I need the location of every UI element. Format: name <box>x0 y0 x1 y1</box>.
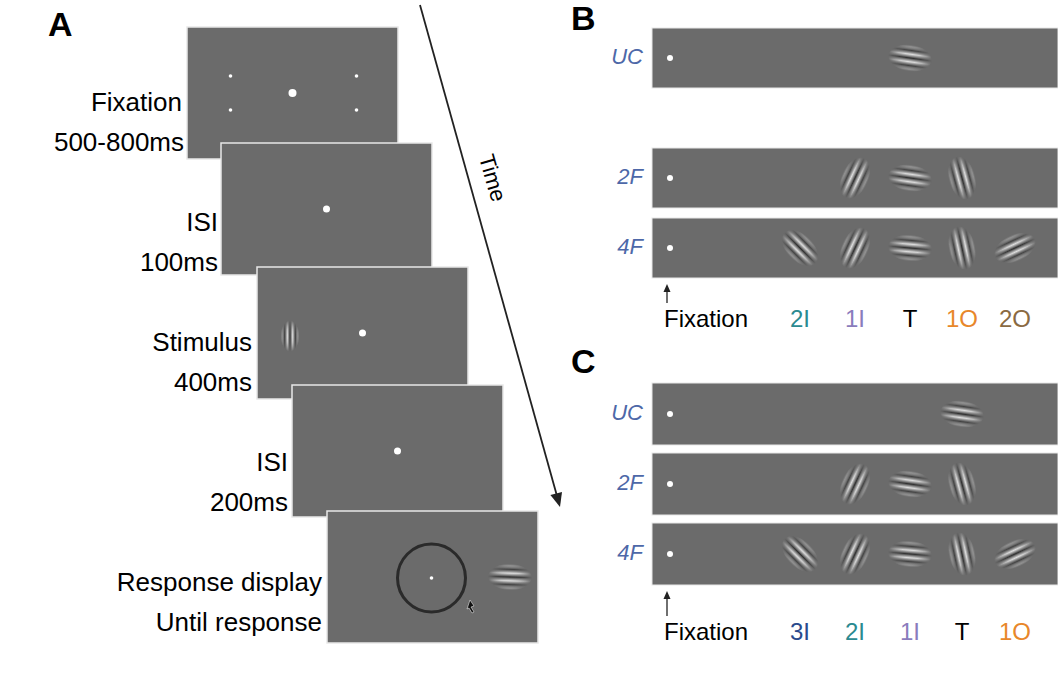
event-duration: 200ms <box>210 488 288 517</box>
stimulus-strip <box>652 383 1058 445</box>
fixation-dot <box>430 576 434 580</box>
fixation-dot <box>667 55 673 61</box>
pointer-arrow <box>664 591 671 616</box>
position-label: 2I <box>790 306 810 332</box>
stimulus-strip <box>652 453 1058 515</box>
stimulus-strip <box>652 148 1058 209</box>
stimulus-strip <box>652 28 1058 88</box>
time-arrow <box>420 5 562 507</box>
fixation-dot <box>359 330 366 337</box>
gabor-patch <box>939 455 985 513</box>
fixation-label: Fixation <box>664 306 748 332</box>
gabor-patch <box>985 222 1046 274</box>
panel-letter: A <box>48 6 73 43</box>
gabor-patch <box>934 394 989 435</box>
pointer-arrow <box>664 284 671 303</box>
gabor-patch <box>829 148 881 209</box>
screen <box>257 267 468 399</box>
gabor-patch <box>985 528 1046 580</box>
gabor-patch <box>770 218 830 278</box>
event-name: Stimulus <box>152 328 252 357</box>
position-label: 1O <box>999 619 1031 645</box>
gabor-patch <box>829 218 881 279</box>
screen <box>221 143 432 275</box>
screen <box>292 385 503 517</box>
position-label: 2I <box>845 619 865 645</box>
fixation-dot <box>323 206 330 213</box>
position-label: 2O <box>999 306 1031 332</box>
fixation-dot <box>355 108 359 112</box>
gabor-patch <box>883 229 937 267</box>
panel-letter: B <box>571 0 596 37</box>
condition-label: 4F <box>617 235 643 259</box>
event-name: Fixation <box>91 88 182 117</box>
gabor-patch <box>882 464 937 505</box>
fixation-dot <box>355 74 359 78</box>
mouse-cursor <box>467 600 474 613</box>
gabor-patch <box>829 454 881 515</box>
gabor-patch <box>278 318 302 354</box>
position-label: 3I <box>790 619 810 645</box>
event-name: ISI <box>186 208 218 237</box>
fixation-dot <box>667 245 673 251</box>
gabor-patch <box>770 524 830 584</box>
gabor-patch <box>882 158 937 199</box>
condition-label: UC <box>611 401 643 425</box>
gabor-patch <box>883 535 937 573</box>
gabor-patch <box>484 559 536 595</box>
fixation-dot <box>667 481 673 487</box>
stimulus-strip <box>652 218 1058 279</box>
condition-label: 2F <box>617 165 643 189</box>
position-label: 1I <box>845 306 865 332</box>
panel-letter: C <box>571 343 596 380</box>
response-ring <box>398 544 466 612</box>
event-name: Response display <box>117 568 322 597</box>
fixation-label: Fixation <box>664 619 748 645</box>
event-duration: Until response <box>156 608 322 637</box>
fixation-dot <box>229 74 233 78</box>
condition-label: 4F <box>617 541 643 565</box>
fixation-dot <box>667 551 673 557</box>
event-duration: 500-800ms <box>54 128 184 157</box>
condition-label: 2F <box>617 471 643 495</box>
screen <box>327 511 538 643</box>
fixation-dot <box>667 175 673 181</box>
condition-label: UC <box>611 45 643 69</box>
fixation-dot <box>289 89 297 97</box>
stimulus-strip <box>652 523 1058 585</box>
gabor-patch <box>939 149 985 207</box>
screen <box>187 27 398 159</box>
fixation-dot <box>667 411 673 417</box>
event-duration: 100ms <box>140 248 218 277</box>
gabor-patch <box>829 524 881 585</box>
position-label: 1I <box>900 619 920 645</box>
gabor-patch <box>940 220 984 277</box>
event-duration: 400ms <box>174 368 252 397</box>
event-name: ISI <box>256 448 288 477</box>
fixation-dot <box>394 448 401 455</box>
axis-label: Time <box>474 152 511 205</box>
position-label: T <box>955 619 970 645</box>
position-label: T <box>903 306 918 332</box>
fixation-dot <box>229 108 233 112</box>
gabor-patch <box>940 526 984 583</box>
position-label: 1O <box>946 306 978 332</box>
gabor-patch <box>882 38 937 79</box>
